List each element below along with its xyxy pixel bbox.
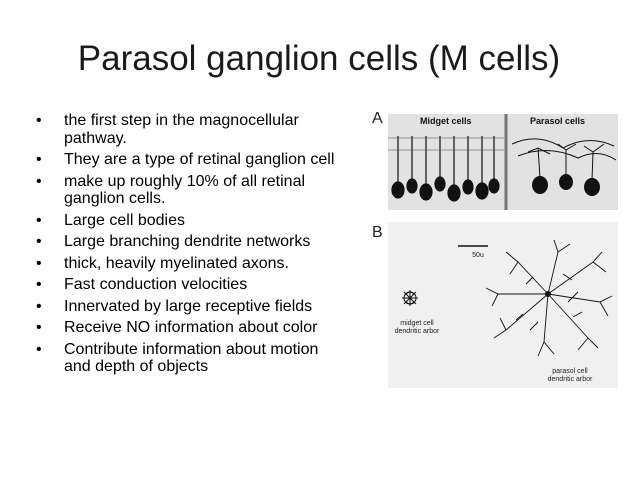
bullet-item: • Receive NO information about color [36, 319, 336, 337]
bullet-text: make up roughly 10% of all retinal gangl… [64, 172, 306, 208]
bullet-text: Large cell bodies [64, 211, 185, 229]
bullet-dot: • [36, 112, 42, 129]
bullet-item: • Fast conduction velocities [36, 276, 336, 294]
bullet-dot: • [36, 172, 42, 190]
midget-cells-header: Midget cells [420, 116, 472, 126]
bullet-text: the first step in the magnocellular path… [64, 112, 299, 147]
bullet-text: Large branching dendrite networks [64, 233, 311, 250]
bullet-item: • They are a type of retinal ganglion cel… [36, 151, 336, 169]
figure-label-a: A [372, 110, 383, 127]
bullet-item: • the first step in the magnocellular pat… [36, 112, 336, 147]
scale-bar-label: 50u [472, 252, 484, 259]
bullet-text: thick, heavily myelinated axons. [64, 254, 289, 272]
dendritic-arbor-drawing [402, 239, 613, 357]
bullet-dot: • [36, 151, 42, 168]
parasol-cells-header: Parasol cells [530, 116, 586, 126]
parasol-arbor-label: parasol cell dendritic arbor [547, 368, 593, 383]
bullet-dot: • [36, 233, 42, 250]
bullet-dot: • [36, 211, 42, 229]
figure-label-b: B [372, 224, 383, 241]
bullet-item: • Large branching dendrite networks [36, 233, 336, 251]
bullet-text: Innervated by large receptive fields [64, 297, 313, 315]
bullet-list: • the first step in the magnocellular pat… [36, 112, 336, 380]
neuron-drawing-a [388, 114, 618, 210]
slide-title: Parasol ganglion cells (M cells) [77, 39, 561, 78]
bullet-item: • make up roughly 10% of all retinal gang… [36, 173, 336, 208]
bullet-text: They are a type of retinal ganglion cell [64, 151, 335, 168]
bullet-item: • Large cell bodies [36, 212, 336, 230]
bullet-dot: • [36, 254, 42, 272]
figure-panel-b [388, 222, 618, 388]
bullet-item: • Contribute information about motion and… [36, 341, 336, 376]
bullet-text: Fast conduction velocities [64, 276, 248, 293]
bullet-dot: • [36, 319, 42, 336]
bullet-text: Contribute information about motion and … [64, 340, 319, 376]
bullet-item: • Innervated by large receptive fields [36, 298, 336, 316]
midget-arbor-label: midget cell dendritic arbor [394, 320, 440, 335]
bullet-dot: • [36, 340, 42, 358]
bullet-item: • thick, heavily myelinated axons. [36, 255, 336, 273]
figure-panel-a [388, 114, 618, 210]
bullet-dot: • [36, 297, 42, 315]
bullet-text: Receive NO information about color [64, 319, 318, 336]
bullet-dot: • [36, 276, 42, 293]
